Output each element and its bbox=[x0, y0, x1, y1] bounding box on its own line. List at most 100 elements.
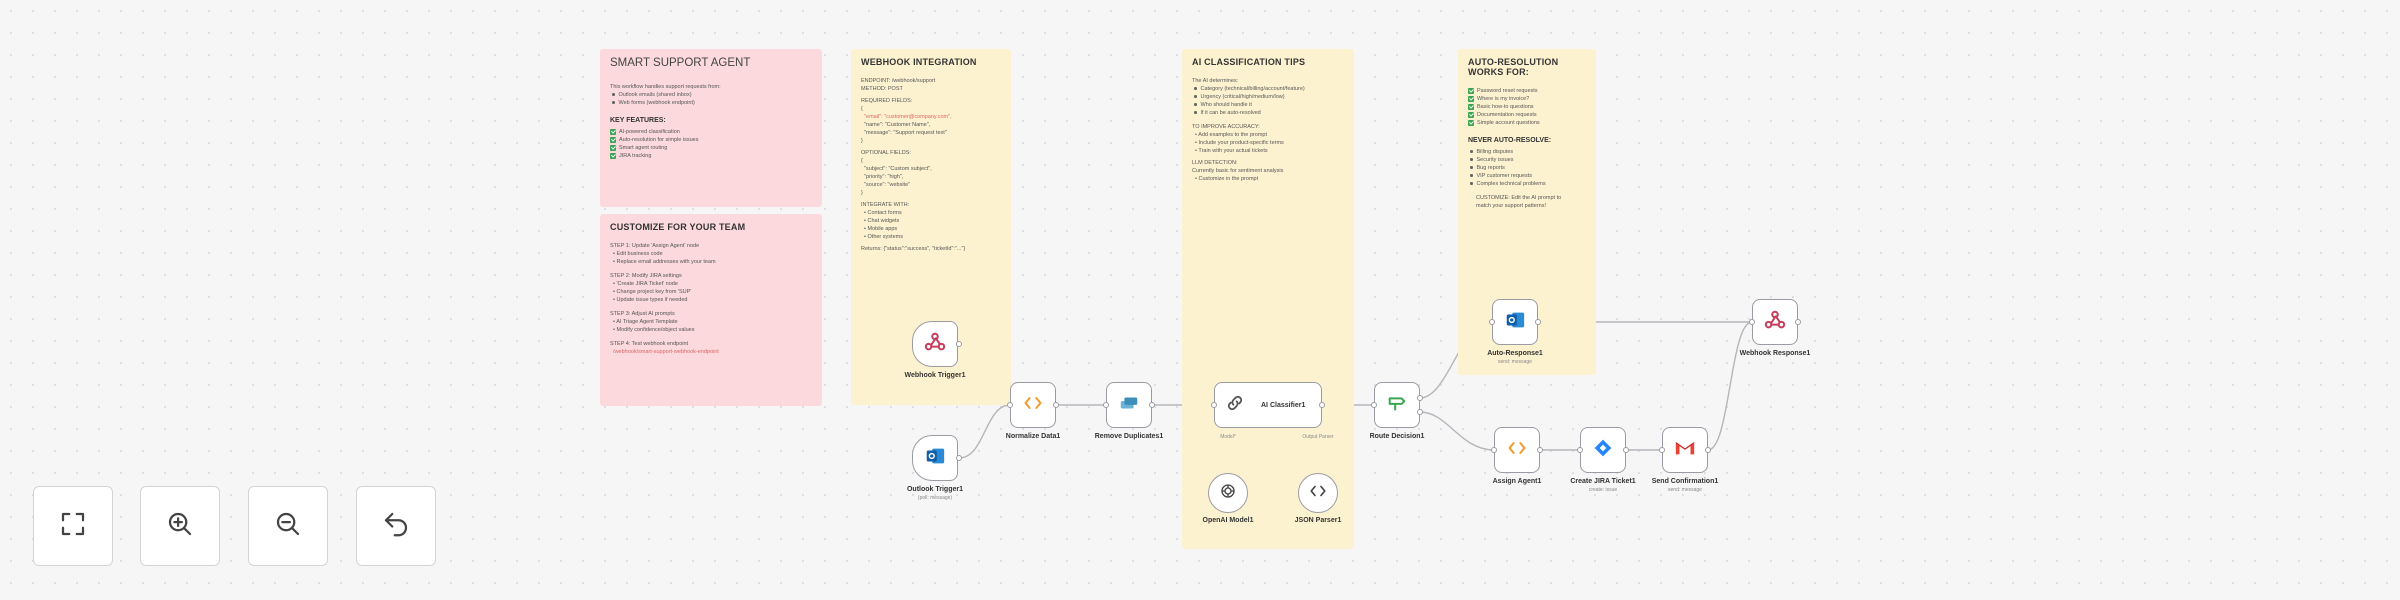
note-line: STEP 3: Adjust AI prompts bbox=[610, 311, 675, 317]
sticky-note-webhook[interactable]: WEBHOOK INTEGRATION ENDPOINT: /webhook/s… bbox=[851, 49, 1011, 405]
note-title: WEBHOOK INTEGRATION bbox=[861, 57, 977, 67]
webhook-trigger-node[interactable] bbox=[912, 321, 958, 367]
node-label: Create JIRA Ticket1 bbox=[1570, 478, 1636, 485]
sticky-note-smart-support[interactable]: SMART SUPPORT AGENT This workflow handle… bbox=[600, 49, 822, 207]
output-port[interactable] bbox=[1535, 319, 1541, 325]
fit-view-button[interactable] bbox=[33, 486, 113, 566]
checkmark-icon bbox=[1468, 87, 1474, 94]
node-label: Remove Duplicates1 bbox=[1094, 433, 1164, 440]
port-label-output-parser: Output Parser bbox=[1302, 434, 1334, 440]
note-bullet: Outlook emails (shared inbox) bbox=[610, 91, 812, 99]
input-port[interactable] bbox=[1491, 447, 1497, 453]
webhook-icon bbox=[1764, 309, 1786, 336]
reset-zoom-button[interactable] bbox=[356, 486, 436, 566]
node-label: Webhook Trigger1 bbox=[904, 372, 966, 379]
node-label: Send Confirmation1 bbox=[1651, 478, 1719, 485]
route-decision-node[interactable] bbox=[1374, 382, 1420, 428]
note-line: • Edit business code bbox=[610, 251, 663, 257]
node-label: OpenAI Model1 bbox=[1202, 517, 1254, 524]
zoom-out-icon bbox=[273, 509, 303, 544]
openai-model-node[interactable] bbox=[1208, 473, 1248, 513]
output-port[interactable] bbox=[1705, 447, 1711, 453]
gmail-icon bbox=[1674, 439, 1696, 462]
input-port[interactable] bbox=[1211, 402, 1217, 408]
output-port-false[interactable] bbox=[1417, 409, 1423, 415]
normalize-data-node[interactable] bbox=[1010, 382, 1056, 428]
outlook-icon bbox=[924, 445, 946, 472]
note-line: • Other systems bbox=[861, 234, 903, 240]
note-line: "priority": "high", bbox=[861, 174, 904, 180]
note-line: } bbox=[861, 138, 863, 144]
input-port[interactable] bbox=[1489, 319, 1495, 325]
outlook-trigger-node[interactable] bbox=[912, 435, 958, 481]
note-check-item: Where is my invoice? bbox=[1468, 95, 1586, 103]
note-heading: NEVER AUTO-RESOLVE: bbox=[1468, 137, 1552, 144]
output-port[interactable] bbox=[1623, 447, 1629, 453]
note-title: AI CLASSIFICATION TIPS bbox=[1192, 57, 1306, 67]
assign-agent-node[interactable] bbox=[1494, 427, 1540, 473]
output-port[interactable] bbox=[1319, 402, 1325, 408]
note-line: OPTIONAL FIELDS: bbox=[861, 150, 911, 156]
note-line: ENDPOINT: /webhook/support bbox=[861, 78, 936, 84]
input-port[interactable] bbox=[1659, 447, 1665, 453]
sticky-note-customize[interactable]: CUSTOMIZE FOR YOUR TEAM STEP 1: Update '… bbox=[600, 214, 822, 406]
output-port[interactable] bbox=[1053, 402, 1059, 408]
auto-response-node[interactable] bbox=[1492, 299, 1538, 345]
create-jira-ticket-node[interactable] bbox=[1580, 427, 1626, 473]
note-line: REQUIRED FIELDS: bbox=[861, 98, 913, 104]
node-label: Normalize Data1 bbox=[1005, 433, 1061, 440]
output-port[interactable] bbox=[1537, 447, 1543, 453]
input-port[interactable] bbox=[1103, 402, 1109, 408]
jira-icon bbox=[1593, 438, 1613, 463]
json-parser-node[interactable] bbox=[1298, 473, 1338, 513]
input-port[interactable] bbox=[1577, 447, 1583, 453]
ai-classifier-node[interactable]: AI Classifier1 bbox=[1214, 382, 1322, 428]
note-line: TO IMPROVE ACCURACY: bbox=[1192, 124, 1260, 130]
node-subtitle: (poll: message) bbox=[917, 495, 953, 501]
note-heading: KEY FEATURES: bbox=[610, 117, 666, 124]
note-bullet: Bug reports bbox=[1468, 164, 1586, 172]
node-label: JSON Parser1 bbox=[1294, 517, 1342, 524]
note-line: LLM DETECTION: bbox=[1192, 160, 1238, 166]
sticky-note-ai-tips[interactable]: AI CLASSIFICATION TIPS The AI determines… bbox=[1182, 49, 1354, 549]
send-confirmation-node[interactable] bbox=[1662, 427, 1708, 473]
remove-duplicates-node[interactable] bbox=[1106, 382, 1152, 428]
checkmark-icon bbox=[610, 128, 616, 135]
node-subtitle: send: message bbox=[1668, 487, 1702, 493]
note-line: • Train with your actual tickets bbox=[1192, 148, 1268, 154]
note-bullet: Security issues bbox=[1468, 156, 1586, 164]
note-line: • 'Create JIRA Ticket' node bbox=[610, 281, 678, 287]
note-line: • Mobile apps bbox=[861, 226, 898, 232]
link-icon bbox=[1225, 393, 1245, 418]
note-text: The AI determines: bbox=[1192, 78, 1239, 84]
note-text: This workflow handles support requests f… bbox=[610, 84, 721, 90]
output-port[interactable] bbox=[1149, 402, 1155, 408]
remove-duplicates-icon bbox=[1118, 392, 1140, 419]
note-line: "email": "customer@company.com", bbox=[861, 114, 952, 120]
note-line: • Chat widgets bbox=[861, 218, 900, 224]
port-label-model: Model* bbox=[1220, 434, 1236, 440]
note-bullet: Category (technical/billing/account/feat… bbox=[1192, 85, 1344, 93]
checkmark-icon bbox=[1468, 111, 1474, 118]
output-port[interactable] bbox=[956, 341, 962, 347]
note-line: "message": "Support request text" bbox=[861, 130, 947, 136]
note-check-item: Basic how-to questions bbox=[1468, 103, 1586, 111]
input-port[interactable] bbox=[1007, 402, 1013, 408]
checkmark-icon bbox=[1468, 95, 1474, 102]
note-line: { bbox=[861, 106, 863, 112]
note-line: "source": "website" bbox=[861, 182, 911, 188]
node-label: Webhook Response1 bbox=[1739, 350, 1811, 357]
undo-icon bbox=[381, 509, 411, 544]
note-line: STEP 4: Test webhook endpoint bbox=[610, 341, 689, 347]
output-port-true[interactable] bbox=[1417, 395, 1423, 401]
note-line: • Update issue types if needed bbox=[610, 297, 688, 303]
input-port[interactable] bbox=[1749, 319, 1755, 325]
webhook-response-node[interactable] bbox=[1752, 299, 1798, 345]
zoom-in-button[interactable] bbox=[140, 486, 220, 566]
note-line: • Modify confidence/object values bbox=[610, 327, 695, 333]
output-port[interactable] bbox=[1795, 319, 1801, 325]
note-line: { bbox=[861, 158, 863, 164]
input-port[interactable] bbox=[1371, 402, 1377, 408]
output-port[interactable] bbox=[956, 455, 962, 461]
zoom-out-button[interactable] bbox=[248, 486, 328, 566]
